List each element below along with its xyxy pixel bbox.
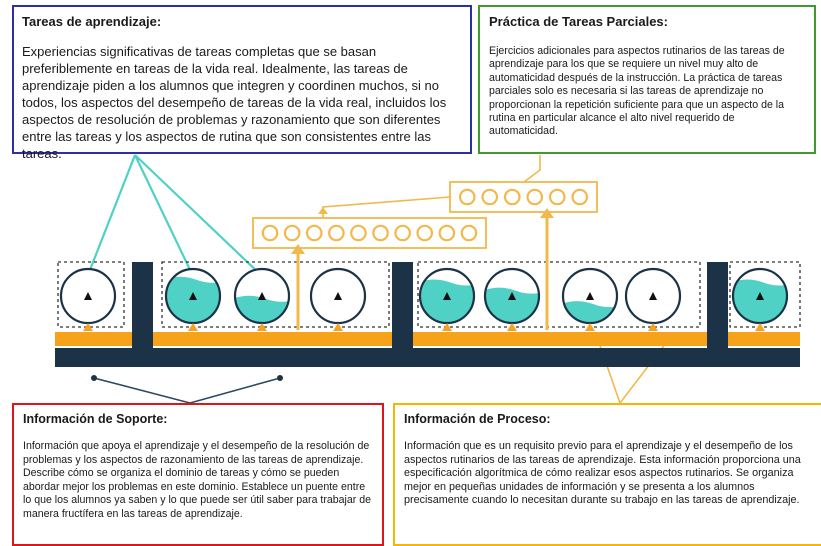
learning-tasks-text: Experiencias significativas de tareas co… [22,44,447,161]
triangle-icon [649,292,657,300]
connector-dot [277,375,283,381]
triangle-icon [84,292,92,300]
practice-arrow-2-head [540,208,554,218]
procedural-arrow-icon [648,323,658,331]
learning-task-9 [731,267,789,331]
practice-item [394,224,411,242]
practice-item [283,224,301,242]
supportive-information-box: Información de Soporte: Información que … [12,403,384,546]
practice-link [322,196,451,218]
triangle-icon [586,292,594,300]
supportive-information-title: Información de Soporte: [23,412,168,426]
learning-task-3 [233,267,291,331]
practice-item [548,188,566,206]
practice-box-connector [523,155,541,183]
task-class-2-outline [161,261,390,328]
practice-item [571,188,589,206]
procedural-bar-3 [413,332,707,346]
learning-task-connector-3 [134,154,263,277]
learning-task-sequence [59,267,789,331]
practice-item [372,224,389,242]
practice-item [458,188,476,206]
procedural-arrow-icon [507,323,517,331]
procedural-arrow-icon [755,323,765,331]
part-task-practice-rows [252,155,598,330]
practice-item [261,224,279,242]
task-class-3-outline [417,261,701,328]
practice-item [350,224,367,242]
supportive-connector-2 [189,377,281,404]
supportive-information-text: Información que apoya el aprendizaje y e… [23,440,372,520]
practice-item [416,224,434,242]
task-class-1-outline [57,261,125,328]
learning-tasks-title: Tareas de aprendizaje: [22,14,162,29]
supportive-pillar-3 [707,262,728,348]
practice-link-head [318,207,328,214]
supportive-pillar-2 [392,262,413,348]
learning-task-connector-2 [134,154,194,277]
part-task-practice-text: Ejercicios adicionales para aspectos rut… [489,45,785,138]
triangle-icon [258,292,266,300]
procedural-bar-2 [153,332,392,346]
practice-item [481,188,499,206]
learning-task-8 [624,267,682,331]
supportive-pillar-1 [132,262,153,348]
learning-task-4 [309,267,367,331]
triangle-icon [189,292,197,300]
procedural-arrow-icon [585,323,595,331]
task-class-4-outline [729,261,801,328]
practice-item [526,188,544,206]
learning-task-7 [561,267,619,331]
practice-arrow-1-head [291,244,305,254]
connector-dot [91,375,97,381]
learning-task-connector-1 [86,154,137,276]
supportive-base-bar [55,348,800,367]
practice-item [503,188,521,206]
practice-item [438,224,456,242]
supportive-information-structure [55,261,801,367]
supportive-connector-1 [93,377,191,404]
procedural-arrow-icon [333,323,343,331]
procedural-information-title: Información de Proceso: [404,412,551,426]
learning-task-1 [59,267,117,331]
triangle-icon [443,292,451,300]
part-task-practice-title: Práctica de Tareas Parciales: [489,14,668,29]
practice-row-1 [252,217,487,249]
triangle-icon [756,292,764,300]
practice-row-2 [449,181,598,213]
procedural-arrow-icon [257,323,267,331]
procedural-information-box: Información de Proceso: Información que … [393,403,821,546]
learning-task-5 [418,267,476,331]
procedural-bar-4 [728,332,800,346]
part-task-practice-box: Práctica de Tareas Parciales: Ejercicios… [478,5,816,154]
learning-task-6 [483,267,541,331]
procedural-bar-1 [55,332,132,346]
learning-task-2 [164,267,222,331]
triangle-icon [508,292,516,300]
practice-item [305,224,323,242]
learning-tasks-box: Tareas de aprendizaje: Experiencias sign… [12,5,472,161]
triangle-icon [334,292,342,300]
practice-item [328,224,345,242]
procedural-information-text: Información que es un requisito previo p… [404,440,801,507]
procedural-arrow-icon [188,323,198,331]
procedural-arrow-icon [83,323,93,331]
practice-item [460,224,478,242]
procedural-arrow-icon [442,323,452,331]
